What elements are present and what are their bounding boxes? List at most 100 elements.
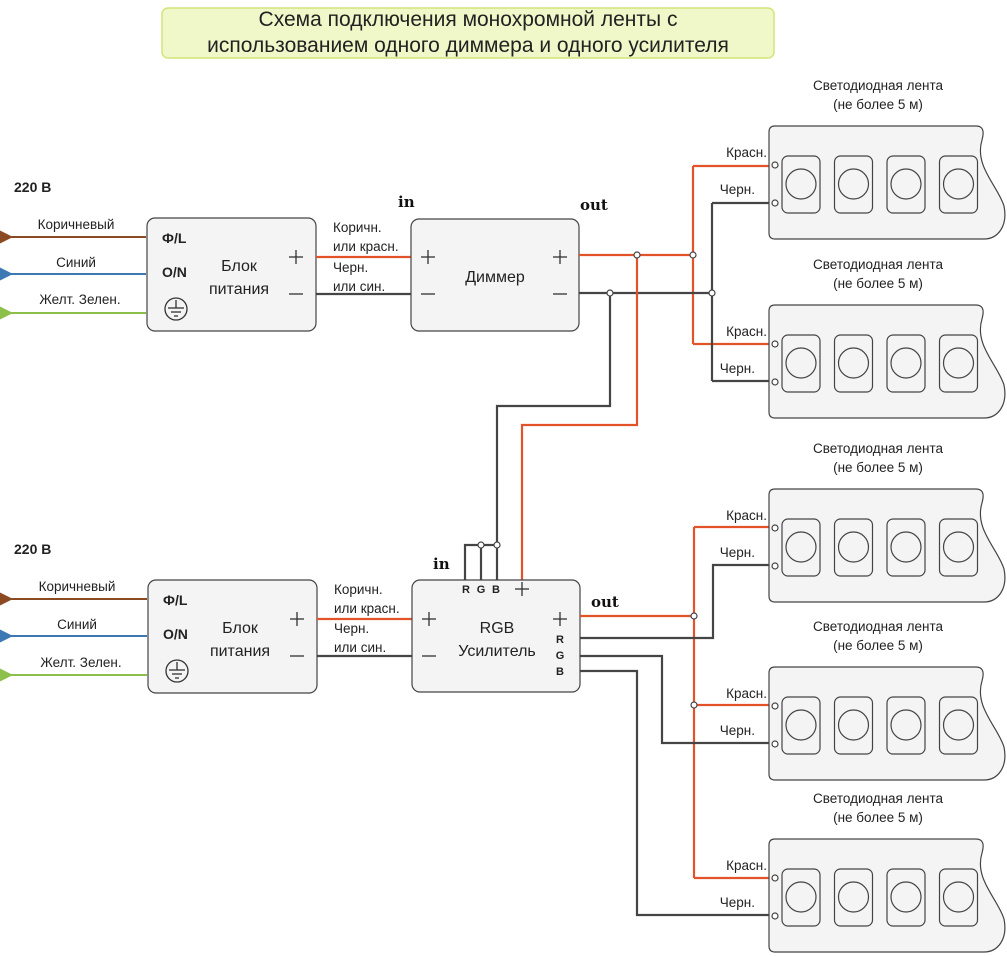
plus-icon	[422, 612, 436, 626]
link-neg-label-1: Черн.	[334, 621, 369, 636]
amplifier-r-output-wire	[580, 563, 775, 640]
voltage-label: 220 В	[14, 179, 51, 195]
strip-black-label: Черн.	[720, 361, 755, 376]
strip-title-2: (не более 5 м)	[833, 97, 923, 112]
led-chip-icon	[938, 696, 979, 755]
led-chip-icon	[781, 696, 821, 755]
plus-icon	[289, 250, 303, 264]
dimmer-to-amplifier-positive	[520, 255, 639, 590]
neutral-label: O/N	[162, 264, 187, 280]
led-chip-icon	[938, 518, 979, 577]
amplifier-out-g: G	[556, 650, 565, 662]
strip-title-2: (не более 5 м)	[833, 276, 923, 291]
negative-terminal	[771, 378, 779, 386]
strip-red-label: Красн.	[726, 145, 767, 160]
plus-icon	[553, 612, 567, 626]
psu-label-1: Блок	[222, 620, 259, 637]
led-chip-icon	[938, 155, 979, 214]
link-neg-label-2: или син.	[334, 640, 386, 655]
rgb-amplifier-box: RGB Усилитель R G B R G B	[411, 579, 581, 693]
bottom-section: 220 В Коричневый Синий Желт. Зелен. Ф/L …	[0, 525, 775, 917]
led-strip: Светодиодная лента (не более 5 м) Красн. Че…	[720, 78, 1006, 240]
strip-title-2: (не более 5 м)	[833, 810, 923, 825]
link-neg-label-2: или син.	[333, 279, 385, 294]
strip-title-2: (не более 5 м)	[833, 638, 923, 653]
link-pos-label-2: или красн.	[334, 601, 400, 616]
dimmer-to-amplifier-signal	[495, 293, 612, 545]
negative-terminal	[771, 199, 779, 207]
strip-red-label: Красн.	[726, 324, 767, 339]
led-chip-icon	[781, 334, 821, 393]
led-chip-icon	[833, 696, 874, 755]
amplifier-in-g: G	[477, 584, 486, 596]
psu-label-2: питания	[210, 643, 270, 660]
strip-red-label: Красн.	[726, 508, 767, 523]
strip-title-1: Светодиодная лента	[813, 791, 943, 806]
dimmer-label: Диммер	[465, 269, 525, 286]
voltage-label: 220 В	[14, 541, 51, 557]
amplifier-out-b: B	[556, 666, 564, 678]
led-chip-icon	[938, 334, 979, 393]
ground-wire-label: Желт. Зелен.	[39, 292, 120, 307]
led-chip-icon	[833, 334, 874, 393]
led-chip-icon	[781, 518, 821, 577]
strip-title-2: (не более 5 м)	[833, 460, 923, 475]
ground-icon	[165, 659, 189, 683]
plus-icon	[290, 612, 304, 626]
strip-title-1: Светодиодная лента	[813, 441, 943, 456]
ground-icon	[164, 297, 188, 321]
title-banner: Схема подключения монохромной ленты с ис…	[161, 7, 775, 59]
amplifier-in-label: in	[433, 555, 450, 573]
led-chip-icon	[886, 518, 926, 577]
brown-wire-label: Коричневый	[39, 579, 116, 594]
plus-icon	[421, 250, 435, 264]
strip-black-label: Черн.	[720, 545, 755, 560]
amplifier-label-1: RGB	[480, 620, 515, 637]
led-chip-icon	[886, 155, 926, 214]
strip-black-label: Черн.	[720, 182, 755, 197]
led-strip: Светодиодная лента(не более 5 м)Красн.Че…	[720, 791, 1006, 953]
neutral-label: O/N	[163, 626, 188, 642]
rgb-input-signal-wires	[463, 543, 499, 580]
positive-terminal	[771, 340, 779, 348]
amplifier-in-r: R	[462, 584, 470, 596]
amplifier-out-r: R	[556, 634, 564, 646]
amplifier-out-label: out	[591, 593, 619, 611]
dimmer-box: Диммер	[410, 218, 580, 332]
positive-terminal	[771, 874, 779, 882]
led-chip-icon	[781, 868, 821, 927]
strip-title-1: Светодиодная лента	[813, 619, 943, 634]
positive-terminal	[771, 702, 779, 710]
strip-title-1: Светодиодная лента	[813, 257, 943, 272]
psu-label-2: питания	[209, 281, 269, 298]
positive-terminal	[771, 524, 779, 532]
led-chip-icon	[833, 868, 874, 927]
negative-terminal	[771, 740, 779, 748]
power-supply-box: Ф/L O/N Блок питания	[147, 579, 318, 694]
amplifier-positive-bus	[580, 525, 775, 880]
link-pos-label-1: Коричн.	[334, 582, 383, 597]
strip-red-label: Красн.	[726, 858, 767, 873]
amplifier-in-b: B	[492, 584, 500, 596]
strip-title-1: Светодиодная лента	[813, 78, 943, 93]
led-chip-icon	[781, 155, 821, 214]
plus-icon	[515, 582, 529, 596]
led-strip: Светодиодная лента (не более 5 м) Красн. Че…	[720, 441, 1006, 603]
led-chip-icon	[886, 696, 926, 755]
led-strip: Светодиодная лента (не более 5 м) Красн. Че…	[720, 257, 1006, 419]
blue-wire-label: Синий	[56, 255, 96, 270]
led-chip-icon	[938, 868, 979, 927]
title-line-1: Схема подключения монохромной ленты с	[259, 8, 678, 31]
ground-wire-label: Желт. Зелен.	[40, 655, 121, 670]
link-neg-label-1: Черн.	[333, 260, 368, 275]
led-strip: Светодиодная лента(не более 5 м)Красн.Че…	[720, 619, 1006, 781]
strip-red-label: Красн.	[726, 686, 767, 701]
power-supply-box: Ф/L O/N Блок питания	[146, 217, 317, 332]
link-pos-label-1: Коричн.	[333, 220, 382, 235]
psu-label-1: Блок	[221, 258, 258, 275]
top-section: 220 В Коричневый Синий Желт. Зелен. Ф/L …	[0, 164, 775, 590]
dimmer-out-label: out	[580, 196, 608, 214]
phase-label: Ф/L	[162, 230, 187, 246]
negative-terminal	[771, 562, 779, 570]
